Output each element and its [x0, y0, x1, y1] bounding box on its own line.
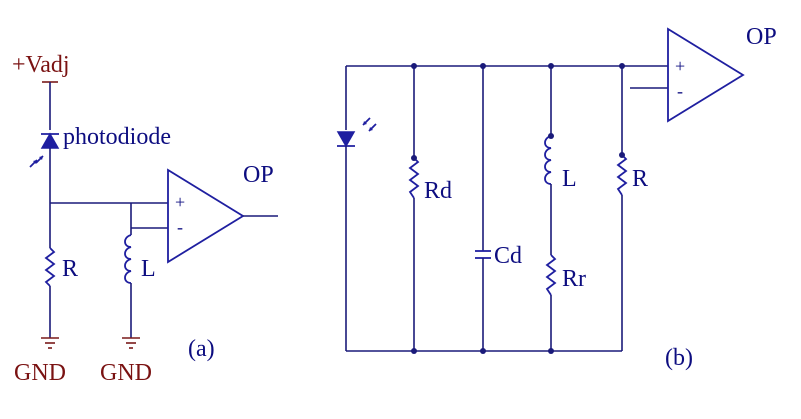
rd-label: Rd [424, 178, 452, 204]
op-b-minus-sign: - [677, 81, 683, 101]
op-a-minus-sign: - [177, 217, 183, 237]
panel-a: +Vadj photodiode R L [12, 52, 278, 386]
ground-left-symbol [41, 337, 59, 349]
resistor-r-label: R [62, 256, 78, 282]
op-amp-a-symbol [167, 168, 245, 264]
resistor-rd-symbol [408, 157, 420, 199]
resistor-rr-symbol [545, 254, 557, 296]
gnd-left-label: GND [14, 360, 66, 386]
ground-right-symbol [122, 337, 140, 349]
photodiode-b-symbol [336, 117, 377, 148]
op-b-label: OP [746, 24, 777, 50]
gnd-right-label: GND [100, 360, 152, 386]
op-b-plus-sign: + [675, 56, 685, 76]
op-a-plus-sign: + [175, 192, 185, 212]
l-b-label: L [562, 166, 577, 192]
resistor-r-b-symbol [616, 154, 628, 196]
inductor-l-b-symbol [544, 135, 552, 185]
rr-label: Rr [562, 266, 586, 292]
junction-dots [411, 63, 625, 354]
inductor-l-label: L [141, 256, 156, 282]
op-amp-b-symbol [667, 27, 745, 123]
panel-b-label: (b) [665, 345, 693, 371]
panel-b: Rd Cd L Rr R [336, 24, 777, 371]
cd-label: Cd [494, 243, 522, 269]
inductor-l-symbol [124, 234, 132, 284]
photodiode-label: photodiode [63, 124, 171, 150]
photodiode-symbol [29, 132, 60, 168]
op-a-label: OP [243, 162, 274, 188]
r-b-label: R [632, 166, 648, 192]
supply-label: +Vadj [12, 52, 70, 78]
resistor-r-symbol [44, 247, 56, 287]
panel-a-label: (a) [188, 336, 215, 362]
